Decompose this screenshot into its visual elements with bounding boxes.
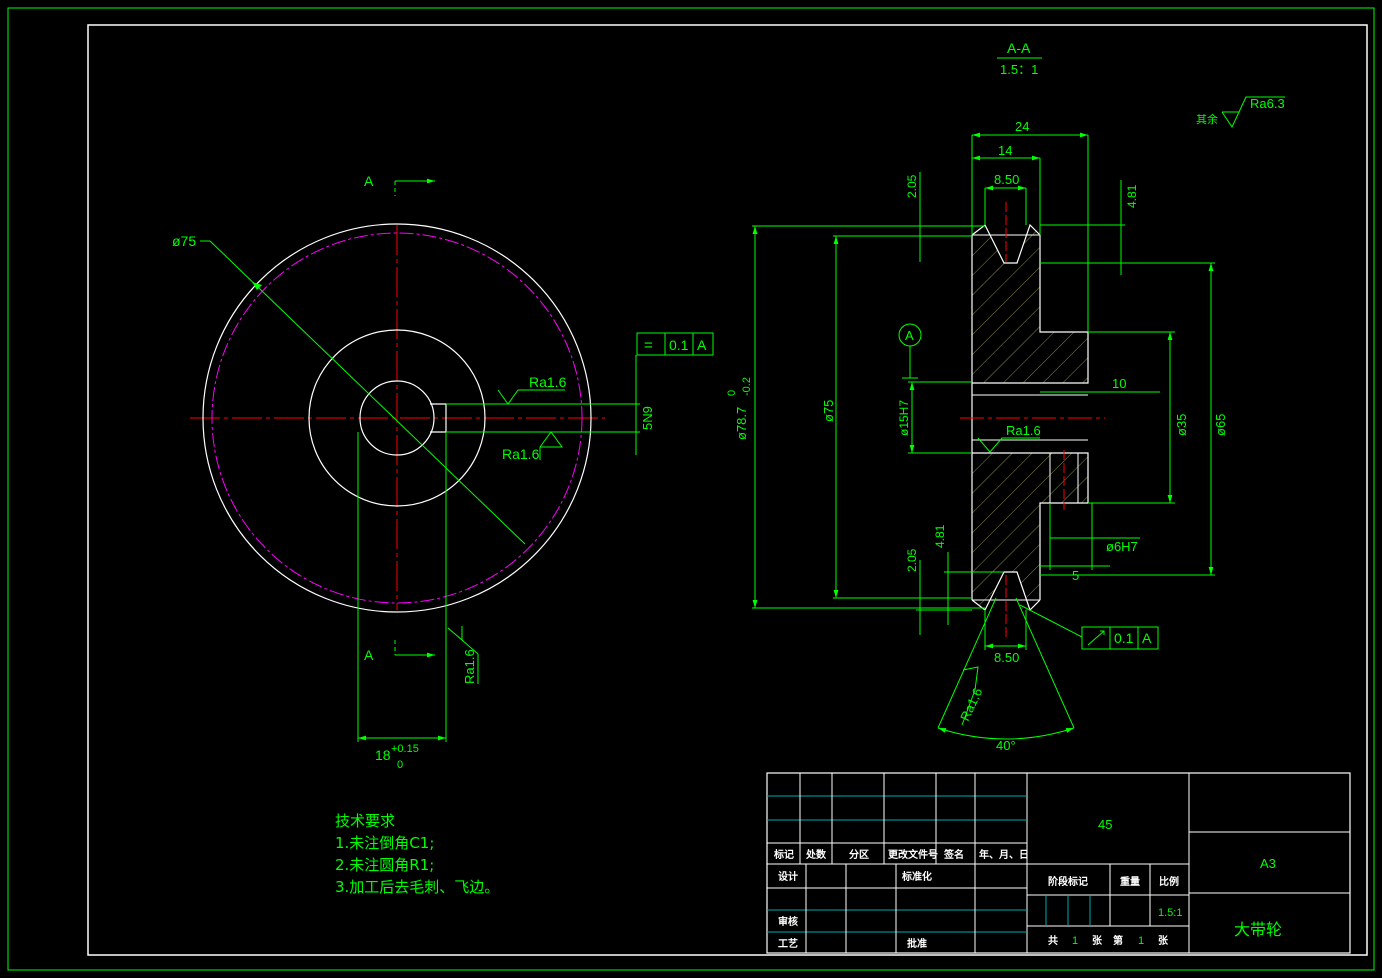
groove-width-top: 8.50 (994, 172, 1019, 187)
datum-marker: A (905, 328, 914, 343)
part-name: 大带轮 (1234, 920, 1282, 939)
keyway-depth-label: 18 (375, 747, 391, 763)
header-signature: 签名 (943, 848, 964, 861)
review-label: 审核 (778, 915, 798, 928)
front-view: ø75 A A Ra1.6 Ra1.6 5N9 = 0.1 A 18 +0.15… (172, 173, 714, 771)
material-value: 45 (1098, 817, 1112, 832)
groove-roughness: Ra1.6 (957, 685, 985, 723)
header-count: 处数 (805, 848, 827, 861)
sheet-label: 张 (1158, 934, 1169, 947)
standardize-label: 标准化 (901, 870, 932, 883)
groove-angle: 40° (996, 738, 1016, 753)
front-diameter-label: ø75 (172, 233, 196, 249)
note-item: 2.未注圆角R1; (335, 856, 435, 874)
stage-mark-label: 阶段标记 (1048, 875, 1088, 888)
outer-diameter-upper: 0 (726, 390, 738, 396)
runout-tolerance-frame (1081, 626, 1159, 650)
groove-offset-top: 2.05 (905, 174, 919, 198)
key-width-label: 5N9 (640, 406, 655, 430)
keyway-10: 10 (1112, 376, 1126, 391)
pitch-circle (211, 232, 583, 604)
bore-diameter-label: ø15H7 (897, 400, 911, 436)
notes-title: 技术要求 (335, 812, 396, 830)
outer-diameter-label: ø78.7 (734, 407, 749, 440)
width-24: 24 (1015, 119, 1029, 134)
header-date: 年、月、日 (979, 848, 1029, 861)
note-item: 3.加工后去毛刺、飞边。 (335, 878, 500, 896)
page-label: 第 (1113, 934, 1123, 947)
groove-depth-top: 4.81 (1125, 184, 1139, 208)
outer-diameter-lower: -0.2 (741, 377, 753, 396)
page-value: 1 (1138, 935, 1144, 947)
header-mark: 标记 (773, 848, 794, 861)
groove-width-bottom: 8.50 (994, 650, 1019, 665)
pitch-diameter-label: ø75 (821, 400, 836, 422)
inner-border (87, 24, 1368, 956)
keyway-roughness-bottom: Ra1.6 (502, 446, 540, 462)
keyway-depth-lower: 0 (397, 759, 403, 771)
header-zone: 分区 (849, 848, 869, 861)
keyway-roughness-top: Ra1.6 (529, 374, 567, 390)
keyway (430, 403, 447, 433)
hub-diameter-label: ø35 (1174, 414, 1189, 436)
hub-roughness-label: Ra1.6 (462, 649, 477, 684)
approve-label: 批准 (907, 937, 927, 950)
process-label: 工艺 (778, 937, 798, 950)
total-label: 共 (1048, 934, 1058, 947)
pin-offset-5: 5 (1072, 568, 1079, 583)
section-marker-top: A (364, 173, 374, 189)
scale-label: 比例 (1159, 875, 1179, 888)
section-view: A-A 1.5：1 24 14 8.50 (726, 40, 1285, 753)
runout-symbol (1087, 630, 1105, 646)
technical-requirements: 技术要求 1.未注倒角C1; 2.未注圆角R1; 3.加工后去毛刺、飞边。 (335, 810, 499, 898)
groove-offset-bottom: 2.05 (905, 548, 919, 572)
header-change-doc: 更改文件号 (888, 848, 938, 861)
total-value: 1 (1072, 935, 1078, 947)
bore-circle (359, 380, 435, 456)
weight-label: 重量 (1120, 875, 1140, 888)
section-scale: 1.5：1 (1000, 62, 1038, 77)
rim-section-top (972, 225, 1088, 383)
scale-value: 1.5:1 (1158, 907, 1182, 919)
design-label: 设计 (778, 870, 798, 883)
bore-roughness: Ra1.6 (1006, 423, 1041, 438)
outer-circle (202, 223, 592, 613)
root-diameter-label: ø65 (1213, 414, 1228, 436)
section-title: A-A (1007, 40, 1031, 56)
sheets-label: 张 (1092, 934, 1103, 947)
runout-value: 0.1 (1114, 630, 1134, 646)
outer-border (7, 7, 1375, 971)
rim-section-bottom (972, 453, 1088, 610)
groove-depth-bottom: 4.81 (933, 524, 947, 548)
sheet-size: A3 (1260, 856, 1276, 871)
keyway-depth-upper: +0.15 (391, 743, 419, 755)
other-surfaces-roughness: Ra6.3 (1250, 96, 1285, 111)
symmetry-tolerance-frame (636, 332, 714, 356)
runout-datum: A (1142, 630, 1152, 646)
note-item: 1.未注倒角C1; (335, 834, 435, 852)
hub-circle (308, 329, 486, 507)
section-marker-bottom: A (364, 647, 374, 663)
other-surfaces-label: 其余 (1196, 112, 1218, 126)
title-block: 45 A3 大带轮 标记 处数 分区 更改文件号 签名 年、月、日 设计 标准化… (766, 772, 1351, 954)
symmetry-datum: A (697, 337, 707, 353)
symmetry-value: 0.1 (669, 337, 689, 353)
pin-hole-label: ø6H7 (1106, 539, 1138, 554)
v-groove-top (971, 223, 1041, 264)
symmetry-symbol: = (644, 337, 653, 354)
width-14: 14 (998, 143, 1012, 158)
